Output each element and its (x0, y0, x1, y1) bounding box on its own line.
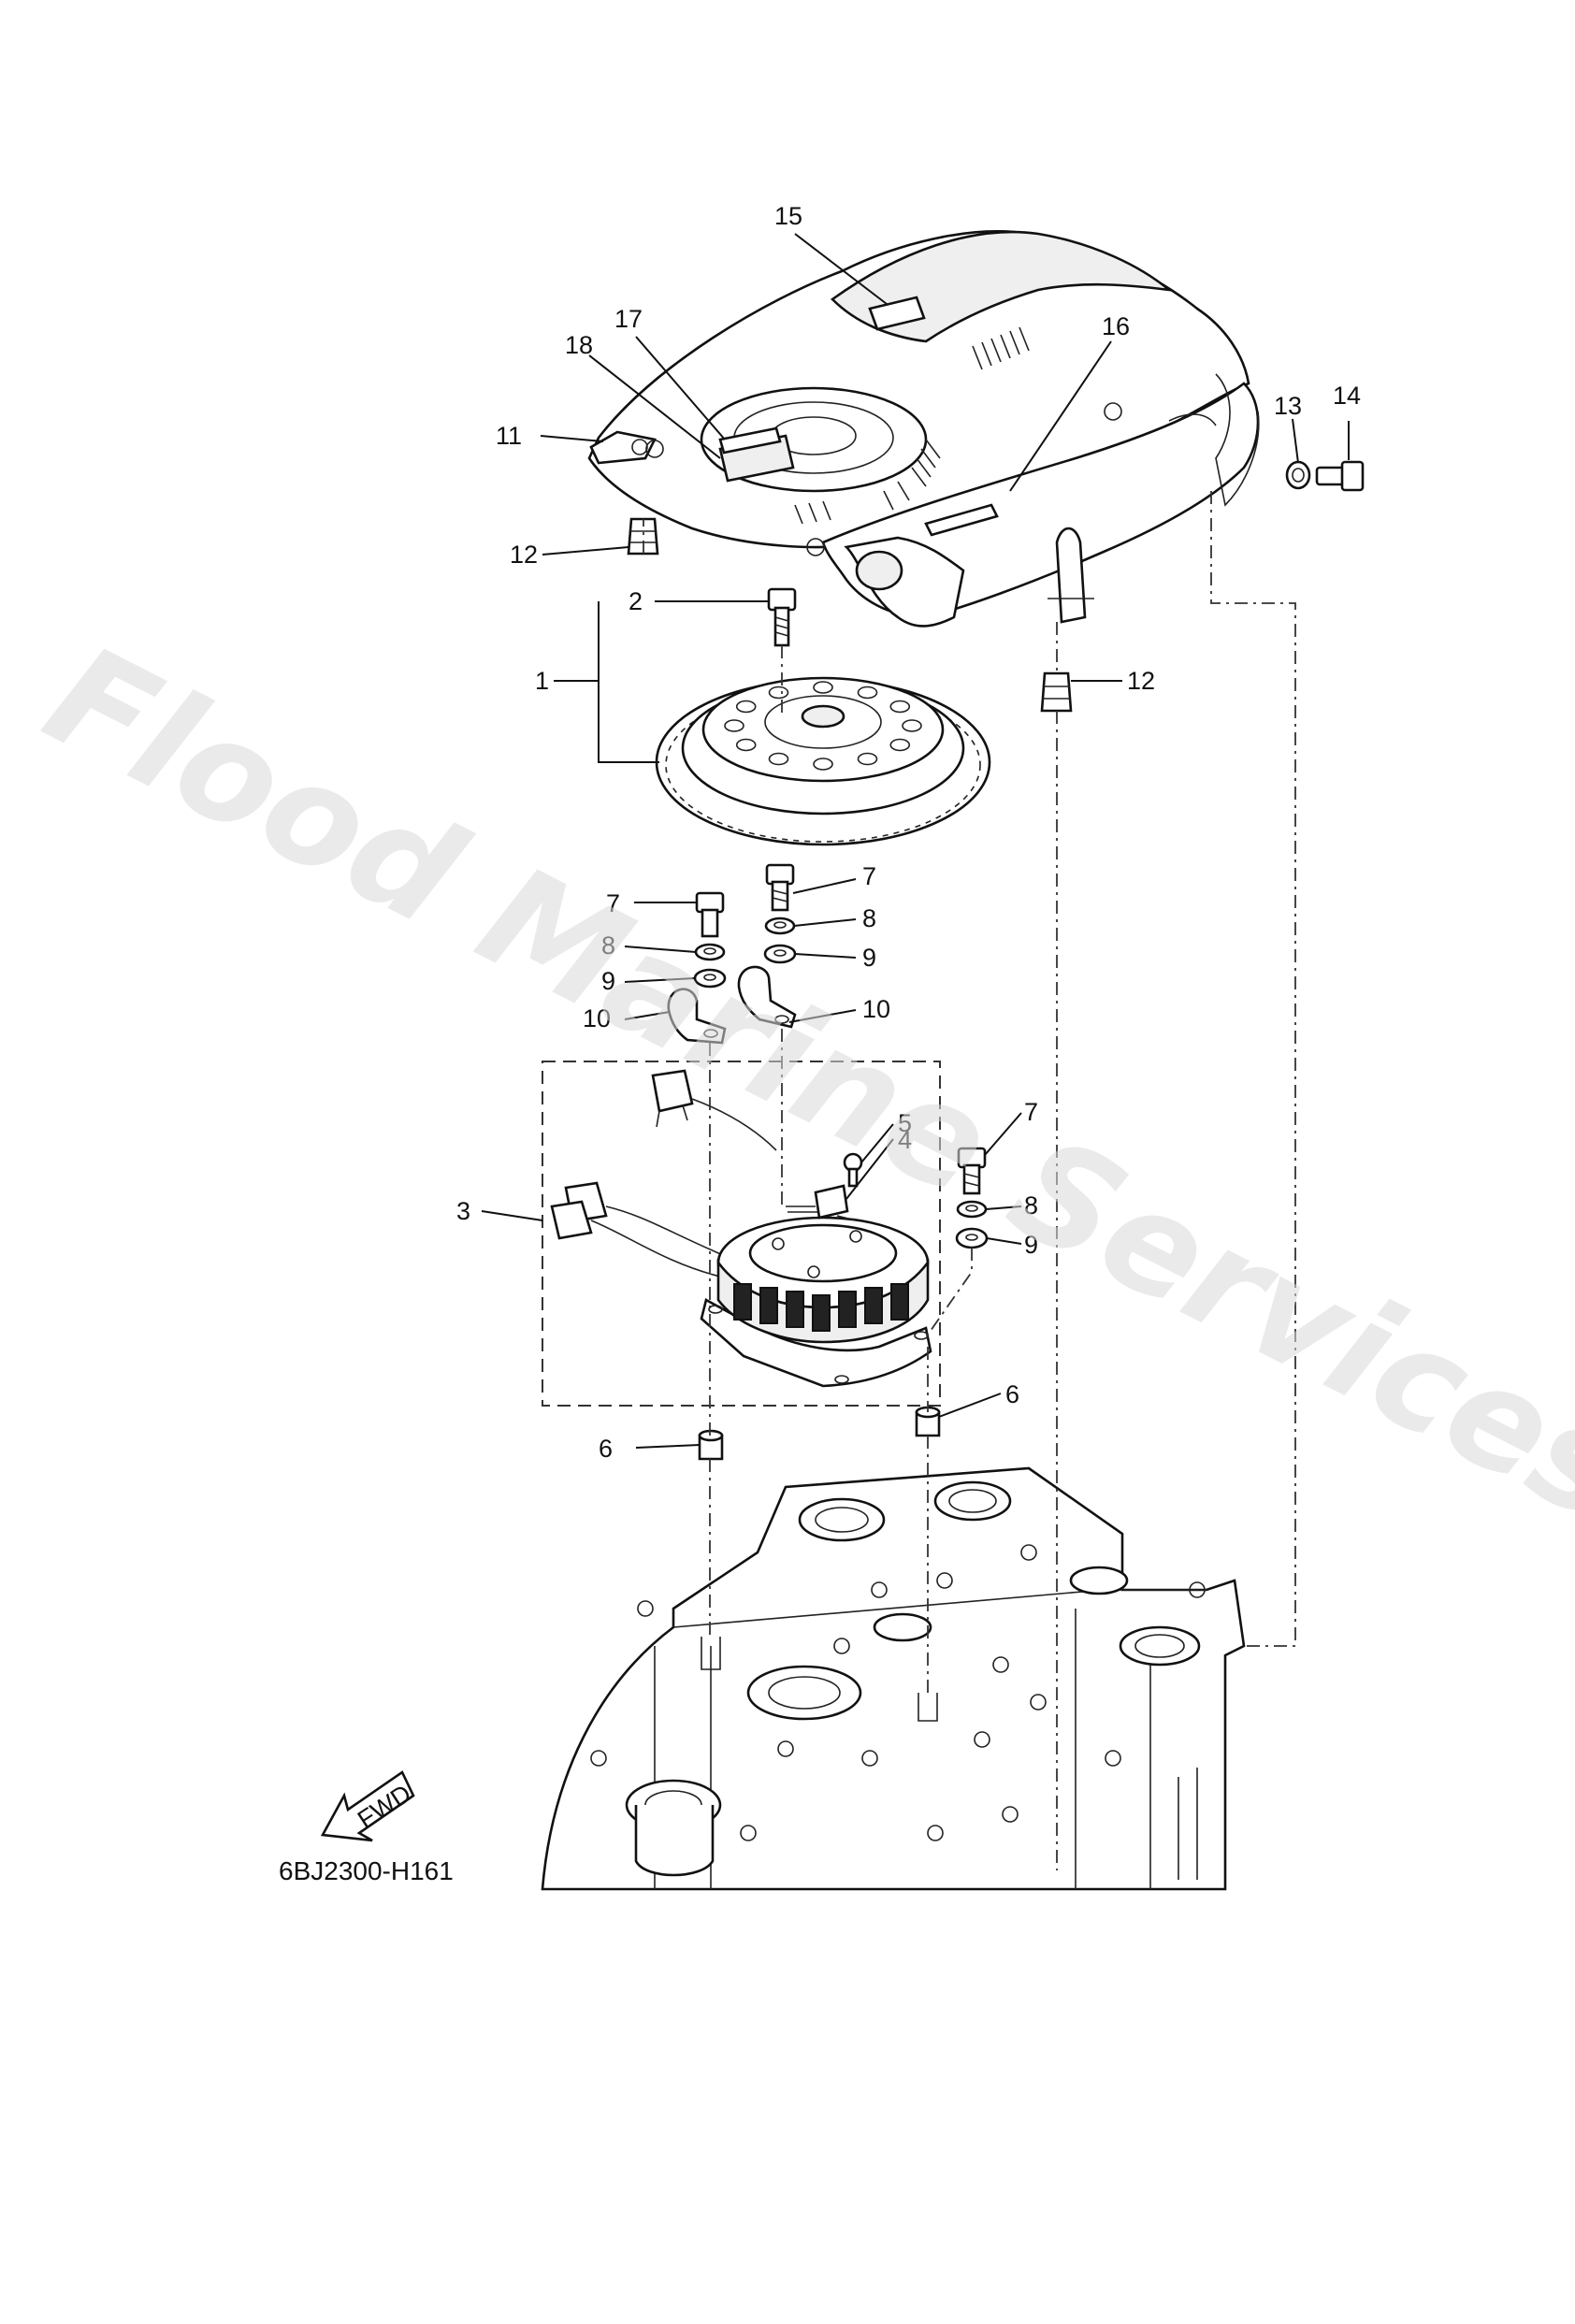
callout-5: 5 (898, 1109, 912, 1137)
engine-boss (1189, 1581, 1206, 1598)
callout-12-left: 12 (510, 541, 538, 569)
callout-16: 16 (1102, 312, 1130, 340)
clamp-10-center (737, 965, 797, 1029)
flywheel-hole (889, 700, 911, 714)
stator-coil-winding (812, 1294, 831, 1332)
flywheel-hole (735, 700, 757, 714)
callout-1: 1 (535, 667, 549, 695)
callout-6-left: 6 (599, 1435, 613, 1463)
diagram-code: 6BJ2300-H161 (279, 1856, 454, 1885)
flywheel-hole (813, 758, 833, 771)
callout-9-center: 9 (862, 944, 876, 972)
bolt-7-right (957, 1147, 987, 1195)
bolt-14 (1315, 460, 1365, 492)
callouts: 15 17 18 16 11 13 14 12 2 1 12 7 7 8 8 9… (456, 202, 1361, 1463)
forward-arrow-icon: FWD (320, 1770, 416, 1842)
engine-boss (1105, 1750, 1121, 1767)
flywheel-hole (724, 719, 744, 732)
clamp-10-left (667, 988, 727, 1045)
callout-4: 4 (898, 1126, 912, 1154)
flywheel-cover (587, 230, 1260, 628)
bolt-7-center (765, 863, 795, 912)
engine-boss (927, 1825, 944, 1841)
callout-14: 14 (1333, 382, 1361, 410)
flywheel-hole (768, 686, 789, 700)
engine-boss (637, 1600, 654, 1617)
collar-screw-13 (1285, 460, 1311, 490)
callout-15: 15 (774, 202, 802, 230)
callout-11: 11 (496, 422, 522, 450)
flywheel-hole (902, 719, 922, 732)
callout-10-center: 10 (862, 995, 890, 1023)
callout-7-left: 7 (606, 889, 620, 917)
callout-8-left: 8 (601, 931, 615, 960)
engine-boss (936, 1572, 953, 1589)
flywheel-1 (655, 676, 991, 846)
engine-boss (740, 1825, 757, 1841)
engine-boss (992, 1656, 1009, 1673)
dowel-pin-6-left (698, 1429, 724, 1461)
stator-assembly-3 (550, 1069, 932, 1388)
washer-8-center (764, 917, 796, 935)
flywheel-hole (857, 752, 878, 766)
dowel-pin-6-right (915, 1406, 941, 1437)
stator-coil-winding (838, 1291, 857, 1328)
bolt-7-left (695, 891, 725, 938)
stator-coil-winding (890, 1283, 909, 1321)
stator-coil-winding (864, 1287, 883, 1324)
callout-8-center: 8 (862, 904, 876, 932)
callout-18: 18 (565, 331, 593, 359)
callout-9-left: 9 (601, 967, 615, 995)
engine-boss (833, 1638, 850, 1654)
engine-boss (1030, 1694, 1047, 1711)
grommet-12-right (1040, 671, 1073, 713)
stator-coil-winding (733, 1283, 752, 1321)
engine-boss (974, 1731, 990, 1748)
engine-block (541, 1466, 1246, 1891)
flywheel-hole (857, 686, 878, 700)
engine-boss (861, 1750, 878, 1767)
stator-coil-winding (786, 1291, 804, 1328)
callout-2: 2 (629, 587, 643, 615)
callout-6-right: 6 (1005, 1380, 1019, 1408)
washer-8-right (956, 1200, 988, 1219)
engine-boss (1002, 1806, 1019, 1823)
callout-12-right: 12 (1127, 667, 1155, 695)
callout-13: 13 (1274, 392, 1302, 420)
callout-3: 3 (456, 1197, 470, 1225)
flywheel-hole (889, 738, 911, 752)
engine-boss (777, 1740, 794, 1757)
leader-lines (481, 233, 1350, 1870)
engine-boss (871, 1581, 888, 1598)
flywheel-hole (813, 681, 833, 694)
callout-17: 17 (614, 305, 643, 333)
callout-10-left: 10 (583, 1004, 611, 1032)
callout-7-center: 7 (862, 862, 876, 890)
flywheel-hole (768, 752, 789, 766)
engine-boss (1020, 1544, 1037, 1561)
flywheel-bolt-2 (767, 587, 797, 647)
callout-9-right: 9 (1024, 1231, 1038, 1259)
callout-8-right: 8 (1024, 1191, 1038, 1220)
callout-7-right: 7 (1024, 1098, 1038, 1126)
flywheel-hole (735, 738, 757, 752)
engine-boss (590, 1750, 607, 1767)
stator-coil-winding (759, 1287, 778, 1324)
washer-9-center (763, 944, 797, 964)
